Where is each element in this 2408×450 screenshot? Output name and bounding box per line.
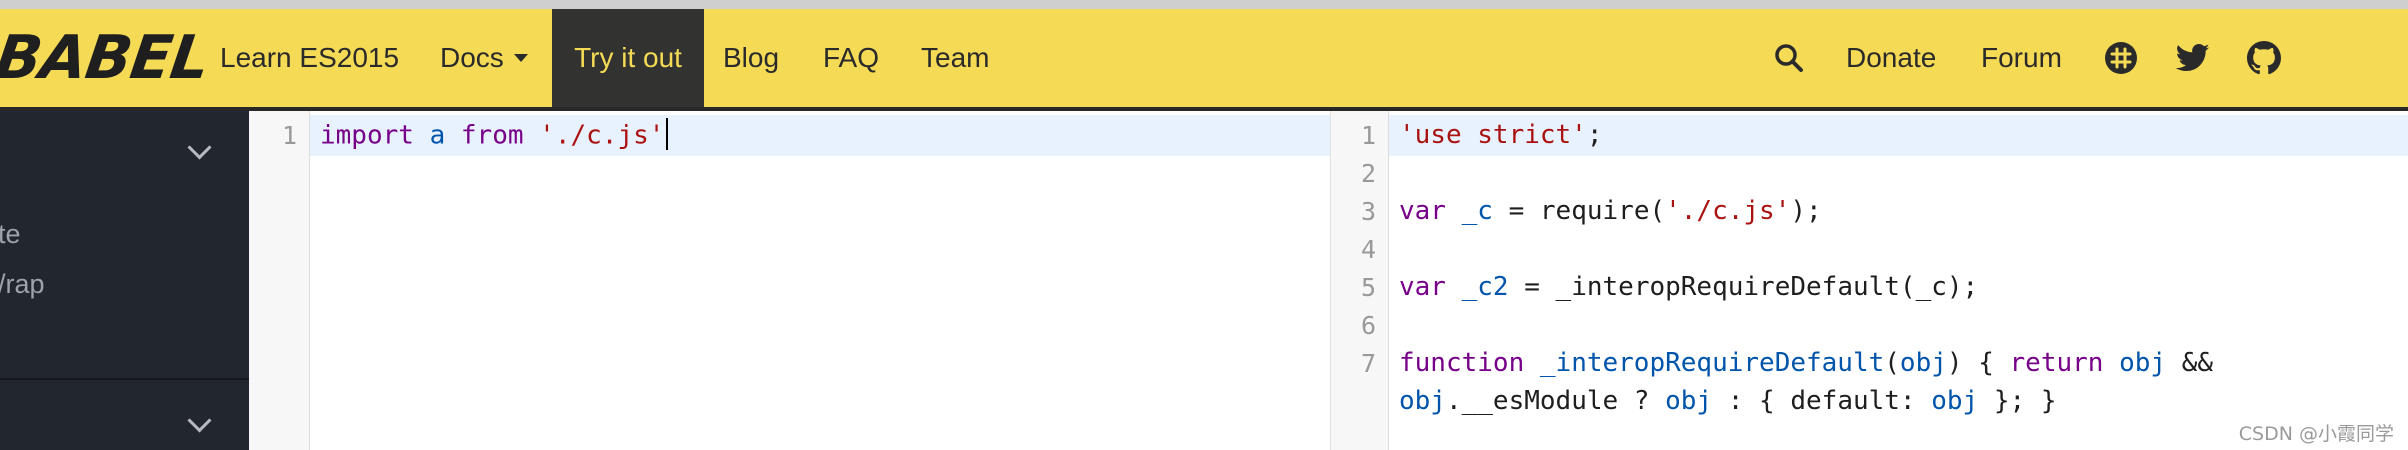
code-token: _c2 bbox=[1461, 272, 1509, 302]
nav-donate-label: Donate bbox=[1846, 42, 1937, 73]
nav-team-label: Team bbox=[921, 42, 990, 73]
output-line-number: 1 bbox=[1360, 121, 1376, 150]
output-code-line-5[interactable]: var _c2 = _interopRequireDefault(_c); bbox=[1399, 272, 1978, 302]
nav-learn-es2015[interactable]: Learn ES2015 bbox=[220, 9, 399, 107]
code-token: = _interopRequireDefault(_c); bbox=[1508, 272, 1979, 302]
csdn-watermark: CSDN @小霞同学 bbox=[2238, 423, 2394, 445]
code-token bbox=[1524, 348, 1540, 378]
editor-pane-divider[interactable] bbox=[1330, 111, 1331, 450]
code-token: ( bbox=[1884, 348, 1900, 378]
input-line-number: 1 bbox=[281, 121, 297, 150]
code-token: './c.js' bbox=[539, 120, 665, 151]
nav-learn-es2015-label: Learn ES2015 bbox=[220, 42, 400, 73]
navbar-bottom-border bbox=[0, 107, 2408, 111]
code-token bbox=[1446, 272, 1462, 302]
nav-try-it-out-label: Try it out bbox=[574, 42, 682, 73]
code-token: = require( bbox=[1492, 196, 1666, 226]
browser-top-strip bbox=[0, 0, 2408, 9]
code-token: obj bbox=[1931, 386, 1979, 416]
code-token: 'use strict' bbox=[1399, 120, 1587, 150]
code-token: ); bbox=[1790, 196, 1822, 226]
code-token: a bbox=[429, 120, 446, 151]
output-code-line-1[interactable]: 'use strict'; bbox=[1399, 120, 1603, 150]
slack-icon[interactable] bbox=[2104, 40, 2138, 76]
code-token: _c bbox=[1461, 196, 1493, 226]
code-token: var bbox=[1399, 272, 1446, 302]
nav-faq[interactable]: FAQ bbox=[823, 9, 879, 107]
output-line-number: 3 bbox=[1360, 197, 1376, 226]
code-token: : { default: bbox=[1712, 386, 1932, 416]
nav-blog-label: Blog bbox=[723, 42, 780, 73]
output-line-number: 7 bbox=[1360, 349, 1376, 378]
code-token: obj bbox=[1399, 386, 1446, 416]
code-token: .__esModule ? bbox=[1445, 386, 1666, 416]
output-code-line-7-wrap[interactable]: obj.__esModule ? obj : { default: obj };… bbox=[1399, 386, 2057, 416]
twitter-icon[interactable] bbox=[2175, 40, 2211, 76]
output-editor-gutter bbox=[1331, 111, 1389, 450]
text-cursor bbox=[666, 118, 669, 150]
github-icon[interactable] bbox=[2246, 40, 2282, 76]
code-token: ; bbox=[1586, 120, 1603, 150]
nav-blog[interactable]: Blog bbox=[723, 9, 779, 107]
output-active-line bbox=[1389, 115, 2408, 156]
code-token: obj bbox=[2119, 348, 2167, 378]
options-sidebar bbox=[0, 111, 249, 450]
code-token: return bbox=[2009, 348, 2104, 378]
output-code-line-7[interactable]: function _interopRequireDefault(obj) { r… bbox=[1399, 348, 2213, 378]
nav-docs-label: Docs bbox=[440, 42, 504, 73]
babel-logo[interactable]: BABEL bbox=[0, 23, 214, 93]
output-line-number: 2 bbox=[1360, 159, 1376, 188]
code-token bbox=[1446, 196, 1462, 226]
code-token: from bbox=[460, 120, 524, 151]
caret-down-icon bbox=[513, 53, 528, 62]
nav-forum[interactable]: Forum bbox=[1981, 9, 2062, 107]
nav-docs-dropdown[interactable]: Docs bbox=[440, 9, 528, 107]
nav-donate[interactable]: Donate bbox=[1846, 9, 1936, 107]
nav-faq-label: FAQ bbox=[823, 42, 880, 73]
input-code-line-1[interactable]: import a from './c.js' bbox=[320, 118, 669, 152]
search-icon[interactable] bbox=[1772, 38, 1806, 78]
code-token: './c.js' bbox=[1665, 196, 1791, 226]
nav-try-it-out[interactable]: Try it out bbox=[552, 9, 704, 107]
code-token: _interopRequireDefault bbox=[1539, 348, 1885, 378]
input-active-line bbox=[310, 115, 1330, 156]
code-token bbox=[2103, 348, 2119, 378]
navbar bbox=[0, 9, 2408, 107]
output-line-number: 4 bbox=[1360, 235, 1376, 264]
code-token: obj bbox=[1665, 386, 1713, 416]
nav-team[interactable]: Team bbox=[921, 9, 989, 107]
input-editor-gutter bbox=[249, 111, 310, 450]
code-token: && bbox=[2166, 348, 2214, 378]
code-token bbox=[414, 121, 430, 151]
code-token bbox=[445, 121, 461, 151]
nav-forum-label: Forum bbox=[1981, 42, 2062, 73]
code-token bbox=[524, 121, 540, 151]
code-token: obj bbox=[1899, 348, 1947, 378]
code-token: }; } bbox=[1978, 386, 2057, 416]
sidebar-option-label[interactable]: /rap bbox=[0, 269, 45, 299]
sidebar-option-label[interactable]: te bbox=[0, 219, 21, 249]
output-line-number: 6 bbox=[1360, 311, 1376, 340]
sidebar-divider bbox=[0, 378, 249, 380]
code-token: function bbox=[1399, 348, 1525, 378]
code-token: var bbox=[1399, 196, 1446, 226]
code-token: import bbox=[320, 120, 414, 151]
output-code-line-3[interactable]: var _c = require('./c.js'); bbox=[1399, 196, 1822, 226]
code-token: ) { bbox=[1946, 348, 2010, 378]
output-line-number: 5 bbox=[1360, 273, 1376, 302]
